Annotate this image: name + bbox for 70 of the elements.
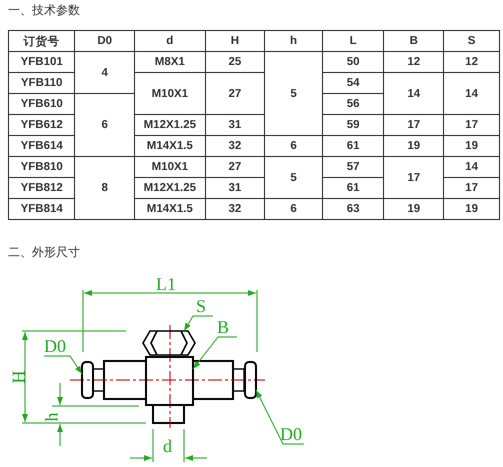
table-cell: M8X1 bbox=[134, 52, 206, 72]
dimension-label: L1 bbox=[156, 275, 176, 293]
table-cell: YFB101 bbox=[8, 52, 75, 72]
table-cell: 61 bbox=[322, 136, 384, 156]
table-cell: 57 bbox=[322, 156, 384, 178]
table-cell: 5 bbox=[264, 156, 322, 198]
callout-label: B bbox=[217, 318, 230, 336]
table-cell: M10X1 bbox=[134, 156, 206, 178]
table-cell: 54 bbox=[322, 72, 384, 94]
body-block bbox=[145, 356, 194, 406]
callout-label: D0 bbox=[44, 337, 66, 355]
table-cell: 19 bbox=[384, 136, 444, 156]
table-cell: M12X1.25 bbox=[134, 178, 206, 198]
column-header: B bbox=[384, 30, 444, 52]
table-cell: 32 bbox=[205, 136, 265, 156]
callout-label: S bbox=[196, 297, 206, 315]
table-cell: 19 bbox=[444, 198, 500, 220]
leader-line bbox=[192, 336, 238, 370]
section-heading: 一、技术参数 bbox=[8, 2, 80, 19]
table-cell: 14 bbox=[384, 72, 444, 114]
leader-line bbox=[184, 316, 214, 332]
table-cell: 63 bbox=[322, 198, 384, 220]
column-header: d bbox=[134, 30, 206, 52]
table-cell: 6 bbox=[264, 198, 322, 220]
table-cell: 14 bbox=[444, 156, 500, 178]
table-cell: 5 bbox=[264, 52, 322, 136]
table-cell: M14X1.5 bbox=[134, 136, 206, 156]
table-cell: 17 bbox=[384, 156, 444, 198]
end-nut bbox=[244, 361, 257, 399]
table-cell: 59 bbox=[322, 114, 384, 136]
table-cell: YFB814 bbox=[8, 198, 75, 220]
table-cell: 17 bbox=[444, 114, 500, 136]
dimension-label: d bbox=[163, 437, 172, 455]
section-heading: 二、外形尺寸 bbox=[8, 244, 80, 261]
table-cell: 19 bbox=[384, 198, 444, 220]
table-cell: M14X1.5 bbox=[134, 198, 206, 220]
table-cell: YFB612 bbox=[8, 114, 75, 136]
column-header: L bbox=[322, 30, 384, 52]
table-cell: YFB812 bbox=[8, 178, 75, 198]
table-cell: 12 bbox=[444, 52, 500, 72]
column-header: D0 bbox=[74, 30, 135, 52]
table-cell: M12X1.25 bbox=[134, 114, 206, 136]
table-cell: YFB610 bbox=[8, 94, 75, 114]
column-header: h bbox=[264, 30, 322, 52]
table-cell: YFB110 bbox=[8, 72, 75, 94]
hex-nut bbox=[142, 330, 196, 356]
table-cell: 14 bbox=[444, 72, 500, 114]
table-cell: 17 bbox=[444, 178, 500, 198]
table-cell: YFB614 bbox=[8, 136, 75, 156]
column-header: S bbox=[444, 30, 500, 52]
table-cell: 12 bbox=[384, 52, 444, 72]
table-cell: 17 bbox=[384, 114, 444, 136]
table-cell: YFB810 bbox=[8, 156, 75, 178]
leader-line bbox=[44, 356, 82, 374]
table-cell: 4 bbox=[74, 52, 135, 94]
table-cell: 19 bbox=[444, 136, 500, 156]
table-cell: 25 bbox=[205, 52, 265, 72]
table-cell: 8 bbox=[74, 156, 135, 220]
column-header: H bbox=[205, 30, 265, 52]
table-cell: 6 bbox=[264, 136, 322, 156]
table-cell: M10X1 bbox=[134, 72, 206, 114]
table-cell: 50 bbox=[322, 52, 384, 72]
column-header: 订货号 bbox=[8, 30, 75, 52]
dimension-label: H bbox=[10, 370, 28, 384]
table-cell: 27 bbox=[205, 156, 265, 178]
leader-line bbox=[256, 390, 304, 444]
dimension-label: h bbox=[42, 412, 60, 422]
end-nut bbox=[81, 361, 94, 399]
table-cell: 32 bbox=[205, 198, 265, 220]
callout-label: D0 bbox=[280, 425, 302, 443]
